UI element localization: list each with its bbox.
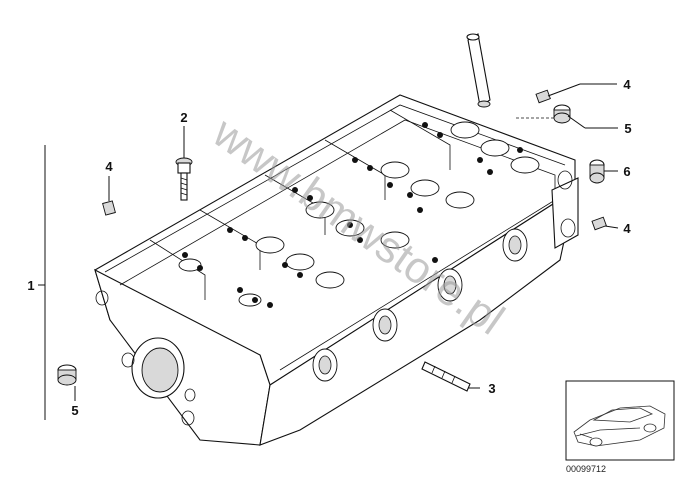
screw-plug-part-5-right	[553, 104, 571, 124]
callout-1: 1	[27, 278, 34, 293]
callout-4-left: 4	[105, 159, 113, 174]
screw-plug-part-5-left	[57, 364, 77, 386]
thumbnail-reference-number: 00099712	[566, 464, 606, 474]
bolt-part-2	[175, 157, 193, 201]
callout-4-right: 4	[623, 221, 631, 236]
callout-5-right: 5	[624, 121, 631, 136]
cylinder-head-illustration	[94, 94, 579, 446]
plug-part-4-left	[102, 200, 116, 216]
callout-5-left: 5	[71, 403, 78, 418]
callout-4-top: 4	[623, 77, 631, 92]
camshaft-sensor-part	[466, 33, 491, 108]
callout-labels: 1 2 3 4 4 4 5 5 6	[27, 77, 631, 418]
sleeve-part-6	[589, 159, 605, 184]
leader-lines	[38, 83, 619, 420]
car-icon	[573, 405, 666, 447]
vehicle-thumbnail: 00099712	[565, 380, 675, 474]
callout-2: 2	[180, 110, 187, 125]
stud-part-3	[421, 361, 471, 392]
plug-part-4-top	[535, 89, 551, 104]
callout-3: 3	[488, 381, 495, 396]
callout-6: 6	[623, 164, 630, 179]
plug-part-4-right	[591, 216, 607, 231]
